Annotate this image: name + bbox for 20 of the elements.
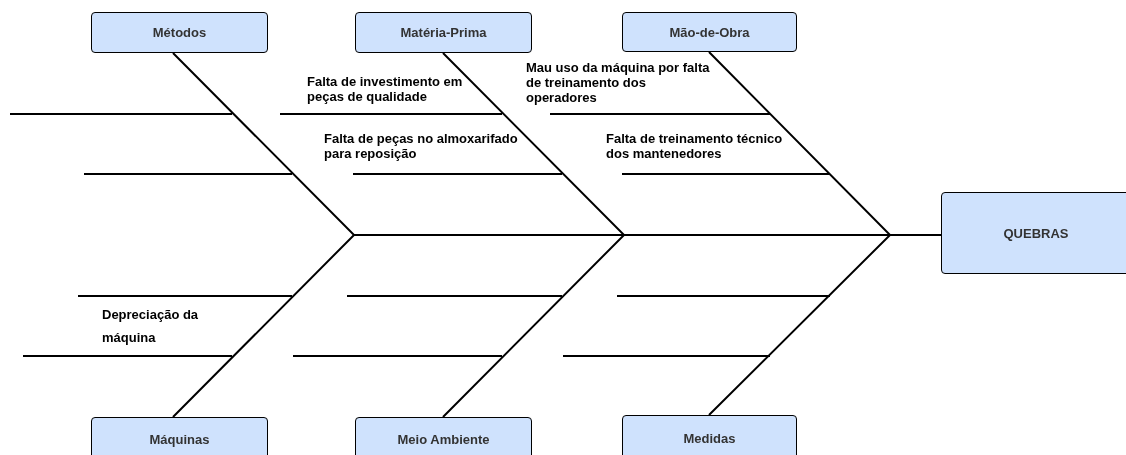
category-box: [91, 417, 268, 455]
category-box: [355, 417, 532, 455]
category-box: [622, 415, 797, 455]
cause-text: Falta de investimento em peças de qualidade: [307, 74, 464, 104]
category-label: Meio Ambiente: [397, 431, 490, 447]
category-label: Máquinas: [149, 431, 210, 447]
fishbone-line: [708, 234, 942, 416]
effect-box: [941, 192, 1126, 274]
category-box: [91, 12, 268, 53]
category-label: Medidas: [683, 430, 736, 446]
category-label: Matéria-Prima: [400, 25, 487, 40]
cause-text: Depreciação da máquina: [102, 306, 200, 347]
cause-text: Falta de treinamento técnico dos mantenedores: [606, 131, 784, 161]
cause-text: Mau uso da máquina por falta de treinamento dos operadores: [526, 60, 711, 105]
category-box: [622, 12, 797, 52]
cause-text: Falta de peças no almoxarifado para reposição: [324, 131, 519, 161]
category-box: [355, 12, 532, 53]
effect-label: QUEBRAS: [1003, 225, 1069, 241]
category-label: Mão-de-Obra: [669, 24, 750, 40]
category-label: Métodos: [152, 25, 207, 40]
